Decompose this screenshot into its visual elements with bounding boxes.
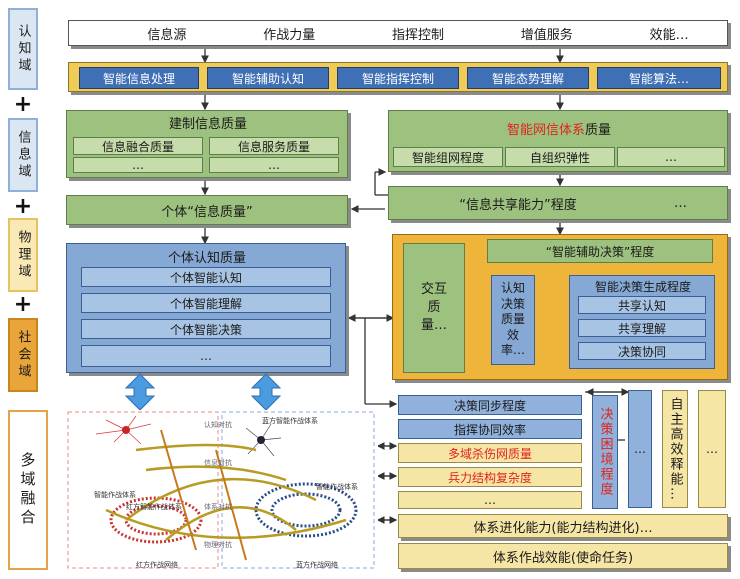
top-item: 效能… xyxy=(649,27,689,43)
cognition-item: 个体智能理解 xyxy=(81,293,331,313)
bottom-row-item: 多域杀伤网质量 xyxy=(398,443,582,463)
ellipsis: … xyxy=(698,390,726,508)
bottom-row-item: 兵力结构复杂度 xyxy=(398,467,582,487)
ai-item: 智能算法… xyxy=(597,67,721,89)
plus-sign: + xyxy=(13,291,33,317)
ai-item: 智能指挥控制 xyxy=(337,67,459,89)
panel-title: 智能网信体系质量 xyxy=(389,119,729,138)
decision-generation-panel: 智能决策生成程度 共享认知 共享理解 决策协同 xyxy=(569,275,715,369)
domain-physical: 物理域 xyxy=(8,218,38,292)
network-item: … xyxy=(617,147,725,167)
ai-item: 智能态势理解 xyxy=(467,67,589,89)
generation-item: 决策协同 xyxy=(578,342,706,360)
autonomous-efficiency: 自主高效释能… xyxy=(662,390,688,508)
bottom-row-item: 指挥协同效率 xyxy=(398,419,582,439)
cognitive-decision-efficiency: 认知决策质量效率… xyxy=(491,275,535,365)
domain-cognitive: 认知域 xyxy=(8,8,38,90)
blue-network-label: 蓝方作战网络 xyxy=(296,561,338,569)
system-evolution: 体系进化能力(能力结构进化)… xyxy=(398,514,728,538)
ai-capability-row: 智能信息处理 智能辅助认知 智能指挥控制 智能态势理解 智能算法… xyxy=(68,62,728,92)
top-category-row: 信息源 作战力量 指挥控制 增值服务 效能… xyxy=(68,20,728,46)
info-service-quality: 信息服务质量 xyxy=(209,137,339,155)
red-network-label: 红方作战网络 xyxy=(136,561,178,569)
red-smart-label: 智能作战体系 xyxy=(94,491,136,499)
ellipsis: … xyxy=(209,157,339,173)
domain-multi: 多域融合 xyxy=(8,410,48,570)
link-label: 体系对抗 xyxy=(204,503,232,511)
domain-label: 信息域 xyxy=(15,129,31,181)
domain-label: 认知域 xyxy=(15,23,31,75)
ellipsis: … xyxy=(674,195,687,211)
ai-item: 智能信息处理 xyxy=(79,67,199,89)
cognition-item: … xyxy=(81,345,331,367)
network-quality-panel: 智能网信体系质量 智能组网程度 自组织弹性 … xyxy=(388,110,728,172)
info-quality-panel: 建制信息质量 信息融合质量 信息服务质量 … … xyxy=(66,110,348,178)
decision-panel: “智能辅助决策”程度 交互质量… 认知决策质量效率… 智能决策生成程度 共享认知… xyxy=(392,234,728,380)
panel-title: 建制信息质量 xyxy=(168,116,247,132)
cognition-item: 个体智能认知 xyxy=(81,267,331,287)
bottom-row-item: 决策同步程度 xyxy=(398,395,582,415)
individual-info-quality: 个体“信息质量” xyxy=(66,195,348,225)
plus-sign: + xyxy=(13,91,33,117)
domain-label: 物理域 xyxy=(15,229,31,281)
network-figure: 认知对抗 信息对抗 体系对抗 物理对抗 蓝方智能作战体系 智能作战体系 红方智能… xyxy=(66,410,378,570)
network-item: 智能组网程度 xyxy=(393,147,503,167)
generation-item: 共享认知 xyxy=(578,296,706,314)
network-item: 自组织弹性 xyxy=(505,147,615,167)
interaction-quality: 交互质量… xyxy=(403,243,465,373)
individual-cognition-panel: 个体认知质量 个体智能认知 个体智能理解 个体智能决策 … xyxy=(66,243,346,373)
title-highlight: 智能网信体系 xyxy=(506,122,585,138)
cognition-item: 个体智能决策 xyxy=(81,319,331,339)
info-share-label: “信息共享能力”程度 xyxy=(459,197,577,213)
smart-assist-decision: “智能辅助决策”程度 xyxy=(487,239,713,263)
link-label: 物理对抗 xyxy=(204,541,232,549)
ellipsis: … xyxy=(628,390,652,508)
top-item: 指挥控制 xyxy=(391,27,444,43)
title-rest: 质量 xyxy=(585,122,612,138)
red-system-label: 红方智能作战体系 xyxy=(126,503,182,511)
ai-item: 智能辅助认知 xyxy=(207,67,329,89)
panel-title: 智能决策生成程度 xyxy=(594,279,691,294)
blue-smart-label: 智能作战体系 xyxy=(316,483,358,491)
down-up-arrow xyxy=(124,373,156,411)
domain-social: 社会域 xyxy=(8,318,38,392)
network-graph xyxy=(67,411,375,569)
ellipsis: … xyxy=(73,157,203,173)
top-item: 信息源 xyxy=(147,27,187,43)
domain-label: 多域融合 xyxy=(18,452,37,528)
info-share-capability: “信息共享能力”程度 … xyxy=(388,186,728,220)
bottom-row-item: … xyxy=(398,491,582,509)
plus-sign: + xyxy=(13,193,33,219)
blue-system-label: 蓝方智能作战体系 xyxy=(262,417,318,425)
link-label: 信息对抗 xyxy=(204,459,232,467)
domain-label: 社会域 xyxy=(15,329,31,381)
info-fusion-quality: 信息融合质量 xyxy=(73,137,203,155)
top-item: 增值服务 xyxy=(520,27,573,43)
top-item: 作战力量 xyxy=(263,27,316,43)
generation-item: 共享理解 xyxy=(578,319,706,337)
down-up-arrow xyxy=(250,373,282,411)
domain-information: 信息域 xyxy=(8,118,38,192)
link-label: 认知对抗 xyxy=(204,421,232,429)
system-effectiveness: 体系作战效能(使命任务) xyxy=(398,543,728,569)
decision-dilemma: 决策困境程度 xyxy=(592,395,618,509)
panel-title: 个体认知质量 xyxy=(167,250,246,266)
